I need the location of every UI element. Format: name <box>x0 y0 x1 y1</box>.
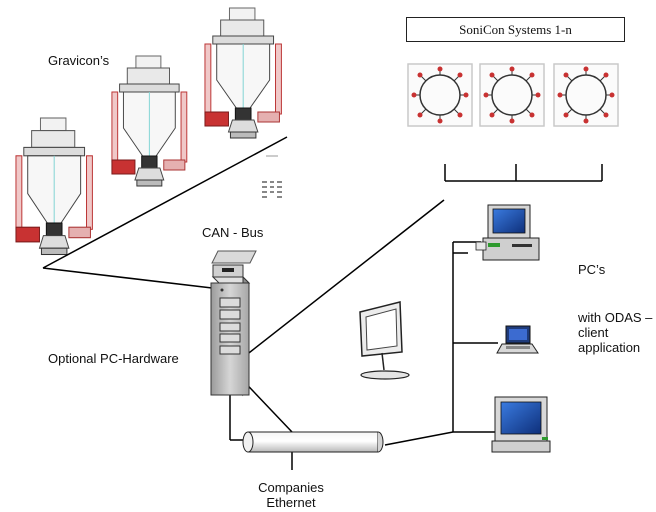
server-tower <box>210 264 251 397</box>
desktop-pc <box>475 204 540 261</box>
flat-monitor <box>359 301 410 380</box>
can-bus-label: CAN - Bus <box>202 225 264 240</box>
optional-pc-hardware-label: Optional PC-Hardware <box>48 351 179 366</box>
gravicons-label: Gravicon’s <box>48 53 110 68</box>
small-legend-icon <box>262 155 282 198</box>
sonicon-sensor <box>407 63 473 127</box>
gravicon-machine <box>111 55 188 187</box>
sonicon-systems-label: SoniCon Systems 1-n <box>406 17 625 42</box>
desktop-pc <box>491 396 551 453</box>
gravicon-machine <box>204 7 282 139</box>
odas-client-line: client <box>578 325 609 340</box>
connection-lines <box>42 136 498 470</box>
can-bus-plate <box>211 250 257 264</box>
sonicon-sensor <box>479 63 545 127</box>
odas-client-line: application <box>578 340 641 355</box>
laptop <box>496 325 539 354</box>
gravicon-machine <box>15 117 93 256</box>
odas-client-line: with ODAS – <box>578 310 653 325</box>
odas-client-label: with ODAS – client application <box>578 310 652 355</box>
companies-ethernet-line: Companies <box>258 480 324 495</box>
pcs-label: PC’s <box>578 262 606 277</box>
sonicon-sensor <box>553 63 619 127</box>
companies-ethernet-label: Companies Ethernet <box>256 480 326 510</box>
sensor-bracket <box>444 164 603 182</box>
companies-ethernet-line: Ethernet <box>266 495 316 510</box>
ethernet-cable <box>242 431 384 453</box>
